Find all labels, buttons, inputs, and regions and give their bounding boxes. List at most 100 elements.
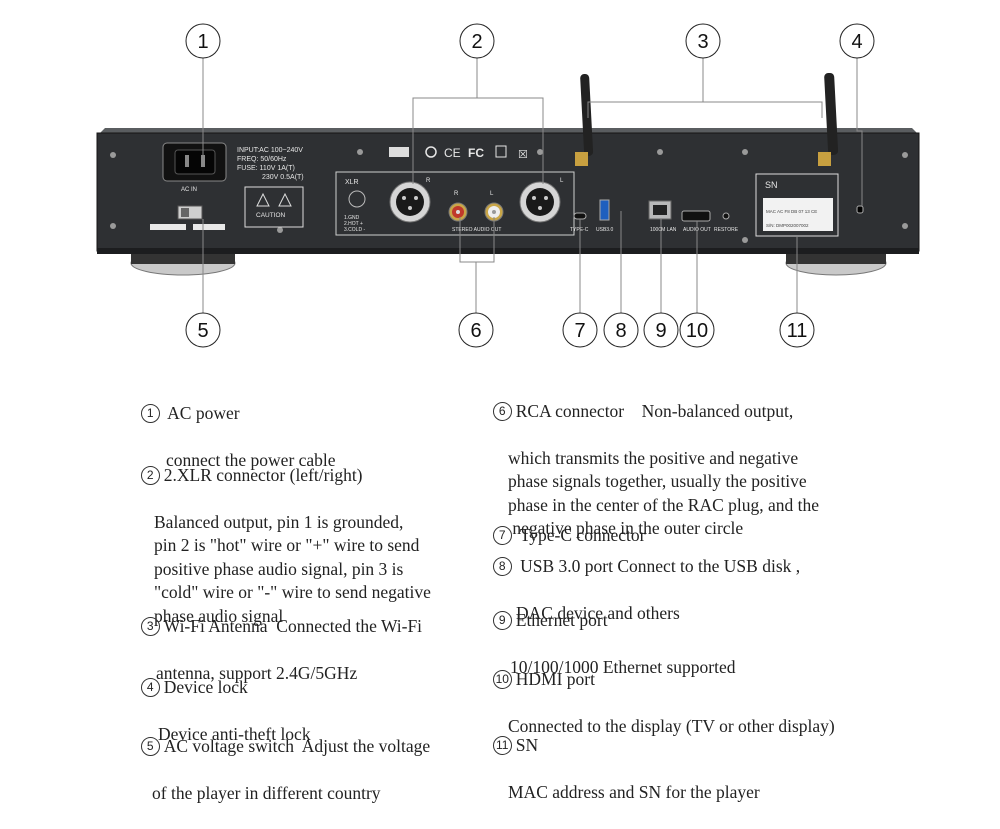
desc-number: 9 — [492, 610, 512, 630]
desc-title: USB 3.0 port Connect to the USB disk , — [520, 555, 801, 576]
voltage-switch-bar-left — [150, 224, 186, 230]
rca-right-label: R — [454, 191, 459, 197]
desc-number: 7 — [492, 525, 512, 545]
ac-in-label: AC IN — [181, 187, 197, 193]
desc-number: 11 — [492, 735, 512, 755]
certification-icons: CE FC ☒ — [389, 145, 528, 161]
wifi-antenna-left — [575, 73, 594, 166]
desc-body: which transmits the positive and negativ… — [508, 447, 820, 539]
desc-title: RCA connector Non-balanced output, — [515, 400, 794, 421]
xlr-label: XLR — [345, 179, 359, 186]
callout-2: 2 — [459, 23, 495, 59]
type-c-port[interactable] — [573, 212, 587, 220]
callout-1: 1 — [185, 23, 221, 59]
caution-text: CAUTION — [256, 212, 286, 219]
desc-title: HDMI port — [515, 668, 595, 689]
desc-body: Device anti-theft lock — [158, 723, 311, 744]
callout-9: 9 — [643, 312, 679, 348]
desc-number: 10 — [492, 669, 512, 689]
chassis-rear-panel — [96, 132, 920, 252]
svg-text:2: 2 — [471, 31, 482, 53]
pin-legend-1: 1.GND — [344, 215, 360, 221]
lan-label: 1000M LAN — [650, 227, 677, 233]
desc-body: antenna, support 2.4G/5GHz — [156, 662, 358, 683]
xlr-connector-right[interactable] — [389, 181, 431, 223]
callout-3: 3 — [685, 23, 721, 59]
rca-connector-left[interactable] — [484, 202, 504, 222]
desc-body: connect the power cable — [166, 449, 336, 470]
pin-legend-2: 2.HOT + — [344, 221, 363, 227]
caution-label — [244, 186, 304, 228]
desc-number: 3 — [140, 616, 160, 636]
hdmi-port[interactable] — [681, 210, 711, 222]
desc-number: 2 — [140, 465, 160, 485]
usb30-label: USB3.0 — [596, 227, 613, 233]
chassis-bottom — [97, 248, 919, 254]
callout-4: 4 — [839, 23, 875, 59]
svg-text:3: 3 — [697, 31, 708, 53]
svg-text:5: 5 — [197, 320, 208, 342]
serial-number: S/N: DMP002007002 — [766, 223, 809, 228]
ce-mark: CE — [444, 146, 461, 160]
weee-icon: ☒ — [518, 149, 528, 161]
desc-title: Device lock — [163, 676, 248, 697]
rca-connector-right[interactable] — [448, 202, 468, 222]
desc-title: Wi-Fi Antenna Connected the Wi-Fi — [163, 615, 423, 636]
desc-body: MAC address and SN for the player — [508, 781, 760, 802]
svg-text:1: 1 — [197, 31, 208, 53]
desc-title: 2.XLR connector (left/right) — [163, 464, 363, 485]
device-lock-slot[interactable] — [856, 205, 864, 214]
power-spec-3: FUSE: 110V 1A(T) — [237, 165, 295, 172]
xlr-right-label: R — [426, 178, 431, 184]
svg-text:6: 6 — [470, 320, 481, 342]
desc-number: 5 — [140, 736, 160, 756]
power-spec-4: 230V 0.5A(T) — [262, 174, 304, 181]
desc-body: 10/100/1000 Ethernet supported — [510, 656, 736, 677]
restore-label: RESTORE — [714, 227, 739, 233]
restore-button[interactable] — [722, 212, 730, 220]
rca-left-label: L — [490, 191, 494, 197]
xlr-connector-left[interactable] — [519, 181, 561, 223]
sn-title: SN — [765, 180, 778, 190]
callout-5: 5 — [185, 312, 221, 348]
desc-body: DAC device and others — [516, 602, 680, 623]
callout-7: 7 — [562, 312, 598, 348]
desc-number: 4 — [140, 677, 160, 697]
description-1: 1 AC power connect the power cable — [132, 378, 336, 496]
desc-title: Type-C connector — [519, 524, 646, 545]
description-7: 7 Type-C connector — [484, 500, 645, 547]
wifi-antenna-right — [818, 72, 839, 166]
leader-lines — [202, 58, 863, 313]
power-spec-1: INPUT:AC 100~240V — [237, 147, 303, 154]
recycle-icon — [425, 146, 437, 158]
fc-mark: FC — [468, 146, 484, 160]
svg-text:9: 9 — [655, 320, 666, 342]
callout-6: 6 — [458, 312, 494, 348]
svg-text:11: 11 — [787, 320, 808, 342]
callout-11: 11 — [779, 312, 815, 348]
type-c-label: TYPE-C — [570, 227, 589, 233]
svg-text:7: 7 — [574, 320, 585, 342]
svg-text:8: 8 — [615, 320, 626, 342]
rear-panel-diagram: AC IN INPUT:AC 100~240V FREQ: 50/60Hz FU… — [96, 23, 920, 348]
pin-legend-3: 3.COLD - — [344, 227, 365, 233]
desc-title: AC voltage switch Adjust the voltage — [163, 735, 431, 756]
callout-10: 10 — [679, 312, 715, 348]
desc-number: 6 — [492, 401, 512, 421]
usb30-port[interactable] — [599, 199, 610, 221]
power-spec-2: FREQ: 50/60Hz — [237, 156, 287, 163]
xlr-left-label: L — [560, 178, 564, 184]
desc-body: of the player in different country — [152, 782, 381, 803]
svg-text:10: 10 — [686, 320, 708, 342]
mac-address: MAC AC F8 DB 07 13 CE — [766, 209, 817, 214]
desc-number: 1 — [140, 403, 160, 423]
description-8: 8 USB 3.0 port Connect to the USB disk ,… — [484, 531, 800, 649]
desc-title: Ethernet port — [515, 609, 608, 630]
